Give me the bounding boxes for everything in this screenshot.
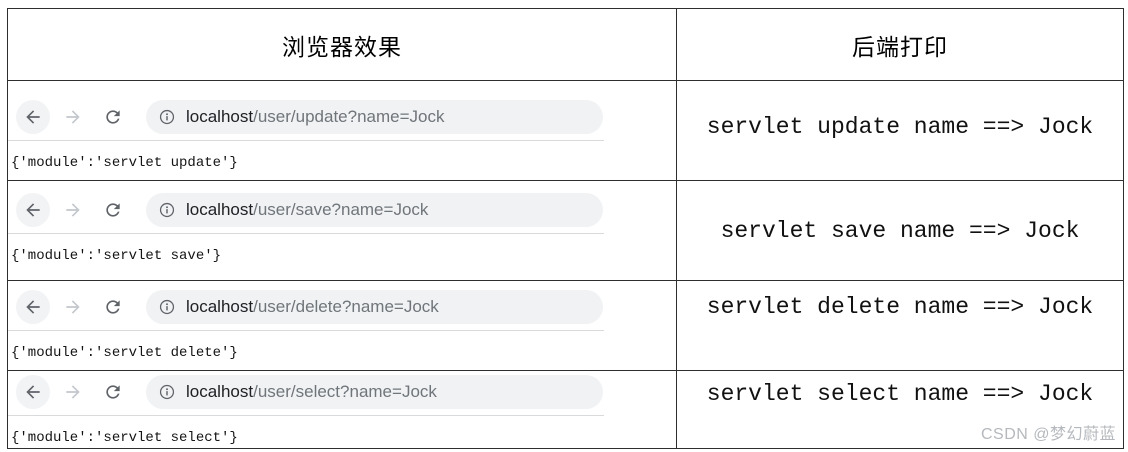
browser-cell-save: localhost/user/save?name=Jock {'module':… bbox=[8, 180, 676, 280]
back-button[interactable] bbox=[16, 193, 50, 227]
csdn-watermark: CSDN @梦幻蔚蓝 bbox=[980, 426, 1116, 443]
reload-button[interactable] bbox=[96, 193, 130, 227]
address-bar[interactable]: localhost/user/delete?name=Jock bbox=[146, 290, 603, 324]
browser-chrome: localhost/user/select?name=Jock bbox=[8, 374, 604, 416]
url-host: localhost bbox=[186, 382, 254, 401]
reload-icon bbox=[106, 300, 120, 314]
browser-chrome: localhost/user/delete?name=Jock bbox=[8, 289, 604, 331]
url-path: /user/save?name=Jock bbox=[253, 200, 429, 219]
browser-toolbar: localhost/user/save?name=Jock bbox=[8, 192, 604, 228]
url-text: localhost/user/delete?name=Jock bbox=[186, 297, 439, 317]
url-host: localhost bbox=[186, 200, 254, 219]
url-path: /user/delete?name=Jock bbox=[253, 297, 439, 316]
browser-cell-update: localhost/user/update?name=Jock {'module… bbox=[8, 80, 676, 180]
browser-toolbar: localhost/user/delete?name=Jock bbox=[8, 289, 604, 325]
url-path: /user/select?name=Jock bbox=[253, 382, 437, 401]
console-cell-update: servlet update name ==> Jock bbox=[676, 80, 1123, 180]
url-text: localhost/user/save?name=Jock bbox=[186, 200, 428, 220]
reload-button[interactable] bbox=[96, 100, 130, 134]
url-text: localhost/user/update?name=Jock bbox=[186, 107, 444, 127]
back-button[interactable] bbox=[16, 100, 50, 134]
forward-arrow-icon bbox=[66, 203, 80, 217]
browser-toolbar: localhost/user/select?name=Jock bbox=[8, 374, 604, 410]
forward-arrow-icon bbox=[66, 300, 80, 314]
console-cell-save: servlet save name ==> Jock bbox=[676, 180, 1123, 280]
back-button[interactable] bbox=[16, 375, 50, 409]
forward-button[interactable] bbox=[56, 193, 90, 227]
reload-icon bbox=[106, 203, 120, 217]
console-output: servlet select name ==> Jock bbox=[706, 380, 1094, 407]
browser-cell-delete: localhost/user/delete?name=Jock {'module… bbox=[8, 280, 676, 370]
browser-cell-select: localhost/user/select?name=Jock {'module… bbox=[8, 370, 676, 448]
console-cell-delete: servlet delete name ==> Jock bbox=[676, 280, 1123, 370]
browser-chrome: localhost/user/update?name=Jock bbox=[8, 99, 604, 141]
address-bar[interactable]: localhost/user/select?name=Jock bbox=[146, 375, 603, 409]
browser-chrome: localhost/user/save?name=Jock bbox=[8, 192, 604, 234]
page-info-icon[interactable] bbox=[158, 383, 176, 401]
forward-arrow-icon bbox=[66, 110, 80, 124]
browser-toolbar: localhost/user/update?name=Jock bbox=[8, 99, 604, 135]
console-output: servlet save name ==> Jock bbox=[720, 217, 1080, 244]
reload-button[interactable] bbox=[96, 290, 130, 324]
forward-button[interactable] bbox=[56, 290, 90, 324]
url-path: /user/update?name=Jock bbox=[253, 107, 445, 126]
back-arrow-icon bbox=[26, 110, 40, 124]
address-bar[interactable]: localhost/user/update?name=Jock bbox=[146, 100, 603, 134]
console-cell-select: servlet select name ==> Jock bbox=[676, 370, 1123, 448]
json-response: {'module':'servlet select'} bbox=[11, 430, 238, 446]
url-host: localhost bbox=[186, 297, 254, 316]
reload-button[interactable] bbox=[96, 375, 130, 409]
header-browser-effect-label: 浏览器效果 bbox=[282, 33, 402, 60]
console-output: servlet update name ==> Jock bbox=[706, 113, 1094, 140]
back-button[interactable] bbox=[16, 290, 50, 324]
json-response: {'module':'servlet delete'} bbox=[11, 345, 238, 361]
url-host: localhost bbox=[186, 107, 254, 126]
json-response: {'module':'servlet update'} bbox=[11, 155, 238, 171]
back-arrow-icon bbox=[26, 385, 40, 399]
forward-button[interactable] bbox=[56, 375, 90, 409]
comparison-table: 浏览器效果 后端打印 bbox=[7, 8, 1124, 449]
console-output: servlet delete name ==> Jock bbox=[706, 293, 1094, 320]
page-info-icon[interactable] bbox=[158, 201, 176, 219]
forward-arrow-icon bbox=[66, 385, 80, 399]
reload-icon bbox=[106, 385, 120, 399]
back-arrow-icon bbox=[26, 300, 40, 314]
header-browser-effect: 浏览器效果 bbox=[8, 9, 676, 80]
page-info-icon[interactable] bbox=[158, 298, 176, 316]
header-backend-print-label: 后端打印 bbox=[852, 33, 948, 60]
reload-icon bbox=[106, 110, 120, 124]
forward-button[interactable] bbox=[56, 100, 90, 134]
page-info-icon[interactable] bbox=[158, 108, 176, 126]
address-bar[interactable]: localhost/user/save?name=Jock bbox=[146, 193, 603, 227]
header-backend-print: 后端打印 bbox=[676, 9, 1123, 80]
url-text: localhost/user/select?name=Jock bbox=[186, 382, 437, 402]
back-arrow-icon bbox=[26, 203, 40, 217]
json-response: {'module':'servlet save'} bbox=[11, 248, 222, 264]
